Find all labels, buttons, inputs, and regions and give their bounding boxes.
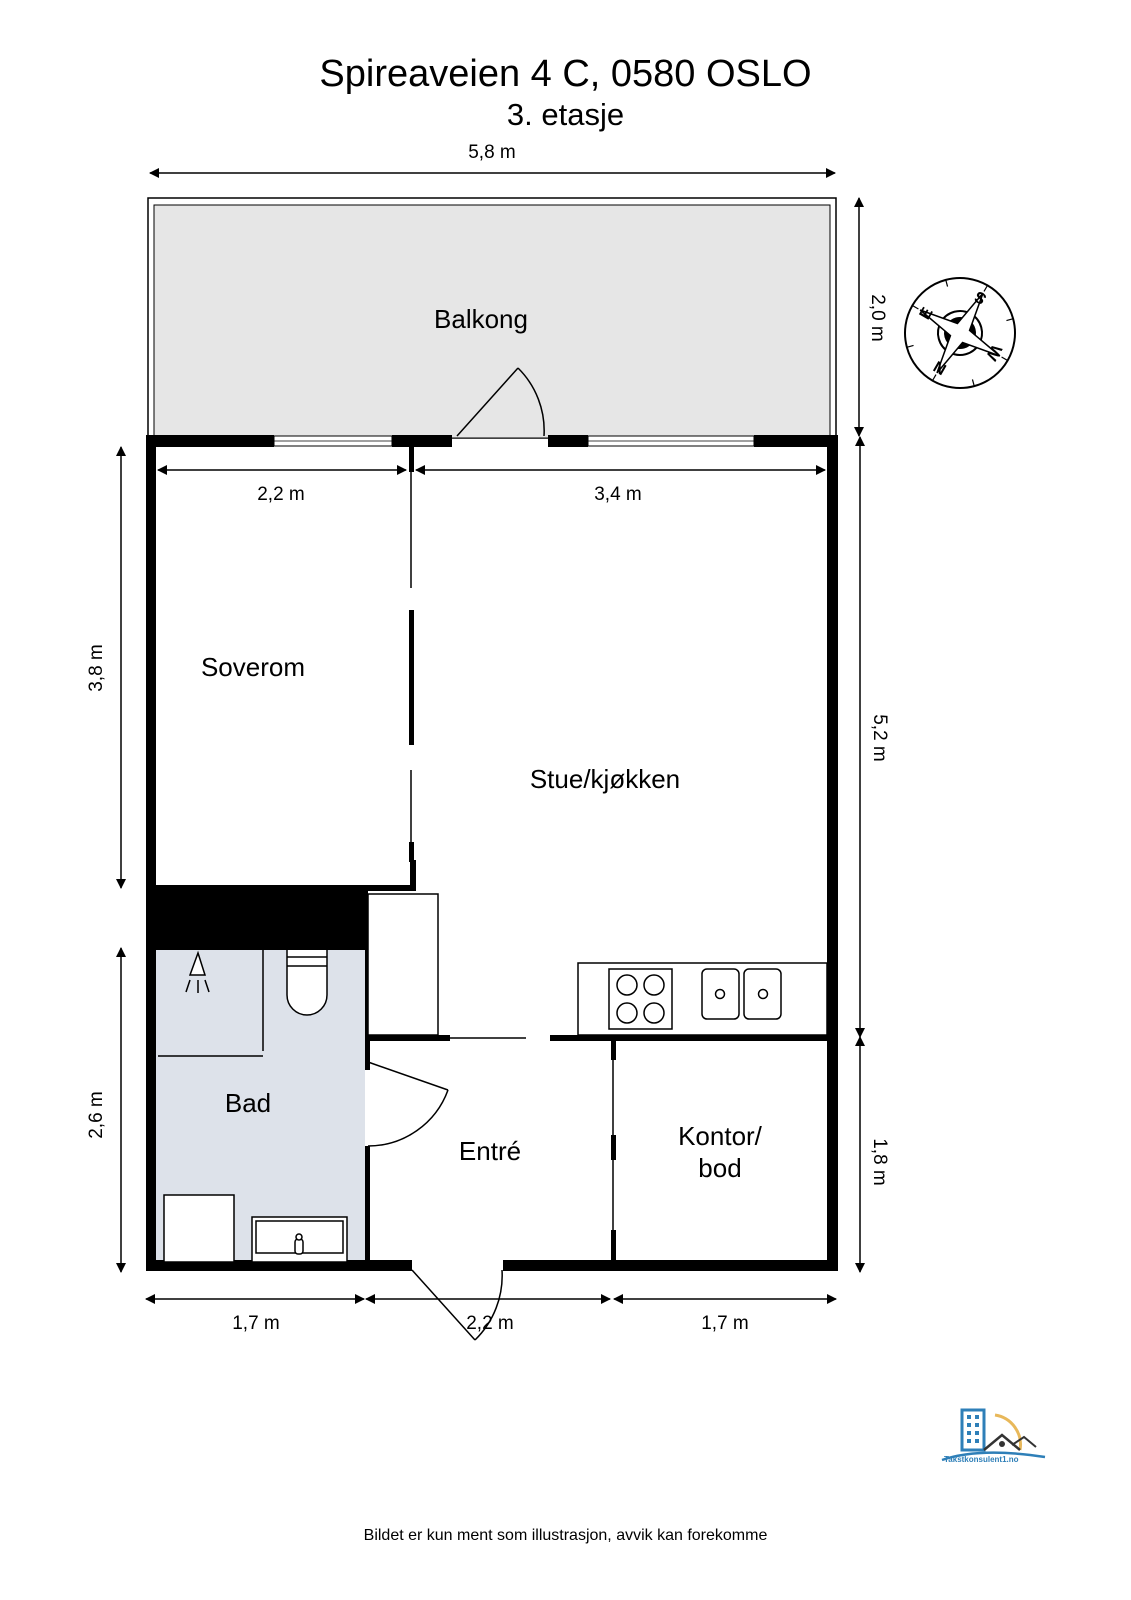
bath-door xyxy=(367,1061,449,1147)
sink-icon xyxy=(251,1216,348,1263)
dimension-bottom-left: 1,7 m xyxy=(145,1294,365,1334)
washing-machine xyxy=(163,1194,235,1263)
address-title: Spireaveien 4 C, 0580 OSLO xyxy=(319,53,812,95)
dimension-top-total: 5,8 m xyxy=(149,142,836,178)
dimension-left-lower: 2,6 m xyxy=(86,947,126,1273)
svg-text:3,8 m: 3,8 m xyxy=(86,644,107,692)
svg-text:1,7 m: 1,7 m xyxy=(701,1313,749,1334)
room-label-bod: bod xyxy=(698,1153,741,1183)
dimension-soverom-width: 2,2 m xyxy=(157,465,407,505)
room-label-balkong: Balkong xyxy=(434,304,528,334)
company-logo-icon xyxy=(941,1408,1046,1462)
dimension-right-lower: 1,8 m xyxy=(855,1036,890,1273)
dimension-right-upper: 5,2 m xyxy=(855,436,890,1038)
compass-rose-icon: S W N E xyxy=(904,277,1016,389)
shower-icon xyxy=(185,950,210,993)
logo-text: Takstkonsulent1.no xyxy=(944,1455,1019,1464)
dimension-stue-width: 3,4 m xyxy=(415,465,826,505)
dimension-bottom-middle: 2,2 m xyxy=(365,1294,611,1334)
kitchen-counter xyxy=(577,962,828,1036)
room-label-bad: Bad xyxy=(225,1088,271,1118)
svg-text:3,4 m: 3,4 m xyxy=(594,484,642,505)
balcony: Balkong xyxy=(147,197,837,439)
dimension-bottom-right: 1,7 m xyxy=(613,1294,837,1334)
svg-text:2,6 m: 2,6 m xyxy=(86,1091,107,1139)
svg-text:5,8 m: 5,8 m xyxy=(468,142,516,163)
svg-text:1,7 m: 1,7 m xyxy=(232,1313,280,1334)
entrance-door xyxy=(411,1269,503,1341)
svg-text:1,8 m: 1,8 m xyxy=(869,1138,890,1186)
room-label-soverom: Soverom xyxy=(201,652,305,682)
room-label-entre: Entré xyxy=(459,1136,521,1166)
floor-subtitle: 3. etasje xyxy=(506,97,625,132)
toilet-icon xyxy=(286,950,328,1016)
svg-text:2,2 m: 2,2 m xyxy=(466,1313,514,1334)
walls xyxy=(146,435,838,1271)
svg-text:2,0 m: 2,0 m xyxy=(867,294,888,342)
room-label-stue: Stue/kjøkken xyxy=(530,764,680,794)
dimension-balcony-depth: 2,0 m xyxy=(854,197,888,437)
window-stue xyxy=(587,435,755,447)
balcony-door xyxy=(456,367,545,437)
window-soverom xyxy=(273,435,393,447)
fridge-cabinet xyxy=(367,893,439,1036)
svg-text:5,2 m: 5,2 m xyxy=(869,714,890,762)
shower-enclosure xyxy=(158,950,264,1057)
dimension-left-upper: 3,8 m xyxy=(86,446,126,889)
svg-text:2,2 m: 2,2 m xyxy=(257,484,305,505)
room-label-kontor: Kontor/ xyxy=(678,1121,763,1151)
disclaimer-text: Bildet er kun ment som illustrasjon, avv… xyxy=(363,1527,768,1544)
